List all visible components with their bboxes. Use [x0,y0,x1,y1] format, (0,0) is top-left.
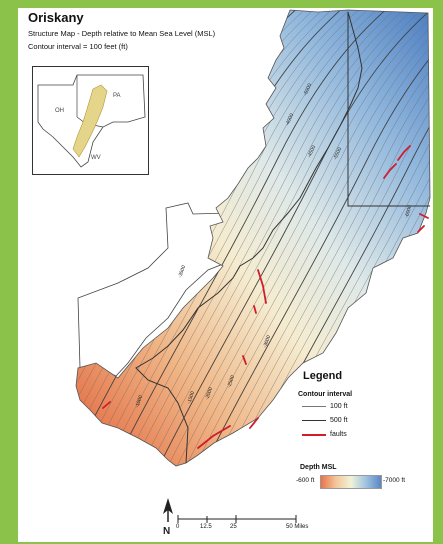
depth-ramp-max-label: -7000 ft [383,477,406,484]
depth-ramp-min-label: -600 ft [296,477,315,484]
inset-label-wv: WV [91,155,101,161]
north-label: N [163,526,170,536]
contour-line [215,10,430,466]
contour-line [134,10,430,466]
inset-label-oh: OH [55,108,64,114]
contour-label: -5000 [302,83,313,97]
scale-bar [177,515,297,523]
contour-line [161,10,430,466]
contour-line [206,10,430,466]
contour-label: -2500 [226,374,236,388]
inset-locator-map: OH PA WV [32,66,149,175]
contour-interval-note: Contour interval = 100 feet (ft) [28,42,128,51]
contour-line [188,10,430,466]
contour-line [125,10,430,466]
contour-line [116,10,430,466]
inset-label-pa: PA [113,93,121,99]
contour-line [152,10,430,466]
scale-tick-25: 25 [230,524,237,530]
legend-item-faults: faults [302,431,347,438]
contour-label: -3500 [177,264,187,278]
contour-label: -1500 [186,390,196,404]
fault-lines [102,145,429,449]
legend-item-500ft: 500 ft [302,417,348,424]
contour-line [179,10,430,466]
contour-label: -4000 [284,113,295,127]
contour-label: -5500 [332,147,343,161]
state-boundary-line [135,11,363,464]
scale-tick-0: 0 [176,524,180,530]
contour-line [89,10,430,466]
map-subtitle: Structure Map - Depth relative to Mean S… [28,29,216,38]
legend-item-100ft: 100 ft [302,403,348,410]
contour-line [107,10,430,466]
legend-title: Legend [303,370,343,382]
north-arrow-icon: N [163,498,173,536]
contour-line [98,10,430,466]
contour-label: -4500 [306,145,317,159]
legend-contour-heading: Contour interval [298,391,353,398]
pa-boundary-line [347,12,430,207]
contour-label-group: -4000 -4500 -5000 -5500 -6000 -3500 -3000 -2500… [134,83,413,409]
scale-tick-12-5: 12.5 [200,524,212,530]
scale-tick-50: 50 Miles [286,524,309,530]
contour-line [143,10,430,466]
contour-line [170,10,430,466]
contour-label: -6000 [404,204,413,218]
contour-label: -2000 [204,386,214,400]
depth-color-ramp [320,475,382,489]
contour-line [432,8,433,478]
contour-line [197,10,430,466]
contour-line [233,10,430,466]
map-title: Oriskany [28,10,84,25]
contour-label: -1000 [134,394,144,408]
legend-depth-heading: Depth MSL [300,464,337,471]
contour-label: -3000 [262,334,272,348]
map-sheet: -4000 -4500 -5000 -5500 -6000 -3500 -3000 -2500… [18,8,433,542]
contour-line [224,10,430,466]
